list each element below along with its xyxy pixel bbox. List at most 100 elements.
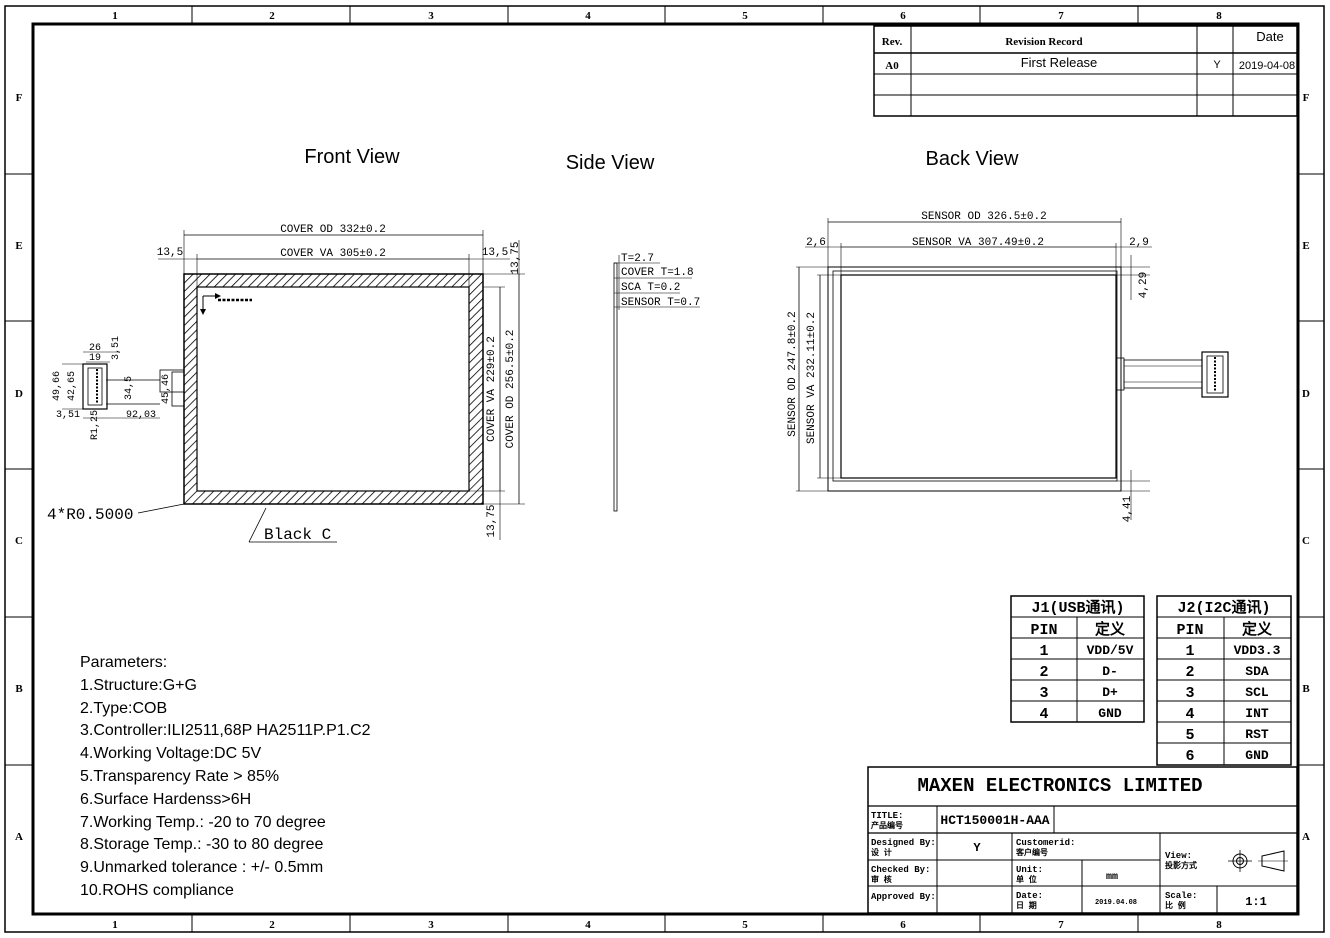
row-label: C — [15, 535, 23, 547]
param-item: 6.Surface Hardenss>6H — [80, 790, 252, 808]
dim-back-right: 2,9 — [1129, 237, 1149, 249]
view-label: View: — [1165, 851, 1192, 861]
j1-cell: VDD/5V — [1087, 643, 1134, 658]
dim-back-top: 4,29 — [1138, 272, 1150, 298]
dim-cover-va-h: COVER VA 229±0.2 — [486, 336, 498, 442]
col-label: 3 — [428, 10, 434, 22]
dim-back-bottom: 4,41 — [1122, 495, 1134, 522]
border-note: Black C — [264, 526, 331, 544]
j2-pin-table: J2(I2C通讯) PIN 定义 1 VDD3.3 2 SDA 3 SCL 4 … — [1156, 595, 1292, 766]
column-ticks — [5, 6, 1324, 932]
j2-cell: 6 — [1185, 748, 1194, 765]
row-label: A — [15, 831, 23, 843]
dim-bottom-margin: 13,75 — [486, 504, 498, 537]
j2-cell: VDD3.3 — [1234, 643, 1281, 658]
fpc-dim: 34,5 — [124, 376, 135, 400]
dim-top-margin: 13,75 — [510, 241, 522, 274]
front-view-title: Front View — [304, 146, 400, 168]
j1-cell: D- — [1102, 664, 1118, 679]
fpc-dim: 26 — [89, 343, 101, 354]
unit-label: Unit: — [1016, 865, 1043, 875]
j2-cell: SDA — [1245, 664, 1269, 679]
row-label: C — [1302, 535, 1310, 547]
param-item: 2.Type:COB — [80, 699, 168, 717]
back-view: SENSOR OD 326.5±0.2 SENSOR VA 307.49±0.2… — [787, 211, 1229, 522]
j1-cell: GND — [1098, 706, 1122, 721]
designed-cn: 设 计 — [871, 847, 892, 858]
dim-sensor-od-h: SENSOR OD 247.8±0.2 — [787, 311, 799, 436]
fpc-dim: 45,46 — [161, 374, 172, 404]
fpc-dim: 42,65 — [67, 371, 78, 401]
record-header: Revision Record — [1005, 36, 1082, 48]
row-label: E — [1302, 240, 1309, 252]
param-item: 7.Working Temp.: -20 to 70 degree — [80, 813, 326, 831]
col-label: 5 — [742, 10, 748, 22]
j1-pin-table: J1(USB通讯) PIN 定义 1 VDD/5V 2 D- 3 D+ 4 GN… — [1010, 595, 1145, 723]
dim-left-margin: 13,5 — [157, 247, 183, 259]
front-view: COVER OD 332±0.2 COVER VA 305±0.2 13,5 1… — [47, 224, 525, 544]
row-label: E — [15, 240, 22, 252]
row-label: D — [15, 388, 23, 400]
fpc-dim: 3,51 — [56, 410, 80, 421]
j2-cell: 2 — [1185, 664, 1194, 681]
view-cn: 投影方式 — [1165, 860, 1197, 871]
row-label: A — [1302, 831, 1310, 843]
revision-table: Rev. Revision Record Date A0 First Relea… — [873, 25, 1298, 117]
param-item: 10.ROHS compliance — [80, 881, 234, 899]
rev-value: A0 — [885, 60, 899, 72]
dim-sensor-va-h: SENSOR VA 232.11±0.2 — [806, 312, 818, 444]
radius-note: 4*R0.5000 — [47, 506, 133, 524]
side-sensor-thickness: SENSOR T=0.7 — [621, 297, 700, 309]
designed-label: Designed By: — [871, 838, 936, 848]
col-label: 6 — [900, 10, 906, 22]
col-label: 1 — [112, 10, 118, 22]
fpc-dim: 3,51 — [111, 336, 122, 360]
checked-cn: 审 核 — [871, 874, 892, 885]
unit-cn: 单 位 — [1016, 874, 1037, 885]
param-item: 5.Transparency Rate > 85% — [80, 767, 280, 785]
fpc-dim: 92,03 — [126, 410, 156, 421]
side-view: T=2.7 COVER T=1.8 SCA T=0.2 SENSOR T=0.7 — [613, 253, 700, 512]
j2-cell: INT — [1245, 706, 1269, 721]
fpc-dim: 19 — [89, 353, 101, 364]
j2-cell: 3 — [1185, 685, 1194, 702]
param-item: 1.Structure:G+G — [80, 676, 197, 694]
fpc-dim: R1,25 — [90, 410, 101, 440]
projection-symbol-icon — [1228, 850, 1288, 872]
col-label: 3 — [428, 919, 434, 931]
checked-label: Checked By: — [871, 865, 930, 875]
j2-cell: GND — [1245, 748, 1269, 763]
side-view-title: Side View — [566, 152, 655, 174]
date-header: Date — [1256, 29, 1283, 44]
j2-header: PIN — [1176, 622, 1203, 639]
title-label: TITLE: — [871, 811, 903, 821]
row-label: D — [1302, 388, 1310, 400]
back-view-title: Back View — [925, 148, 1019, 170]
designed-value: Y — [973, 841, 981, 855]
j1-cell: 3 — [1039, 685, 1048, 702]
row-label: F — [1303, 92, 1310, 104]
col-label: 4 — [585, 10, 591, 22]
col-label: 6 — [900, 919, 906, 931]
dim-cover-va-w: COVER VA 305±0.2 — [280, 248, 386, 260]
scale-label: Scale: — [1165, 891, 1197, 901]
fpc-dim: 49,66 — [52, 371, 63, 401]
date-value: 2019-04-08 — [1239, 60, 1295, 72]
col-label: 1 — [112, 919, 118, 931]
row-label: B — [1302, 683, 1310, 695]
side-total-thickness: T=2.7 — [621, 253, 654, 265]
scale-value: 1:1 — [1245, 895, 1267, 909]
frame-labels: 1 2 3 4 5 6 7 8 1 2 3 4 5 6 7 8 F E D C … — [15, 10, 1310, 931]
j2-cell: 5 — [1185, 727, 1194, 744]
j1-title: J1(USB通讯) — [1031, 599, 1124, 617]
record-value: First Release — [1021, 55, 1098, 70]
param-heading: Parameters: — [80, 654, 168, 671]
title-value: HCT150001H-AAA — [940, 813, 1049, 828]
customer-label: Customerid: — [1016, 838, 1075, 848]
j2-cell: SCL — [1245, 685, 1269, 700]
j1-cell: 2 — [1039, 664, 1048, 681]
title-block: MAXEN ELECTRONICS LIMITED TITLE: 产品编号 HC… — [867, 766, 1298, 914]
unit-value: mm — [1106, 872, 1118, 883]
j2-cell: 1 — [1185, 643, 1194, 660]
